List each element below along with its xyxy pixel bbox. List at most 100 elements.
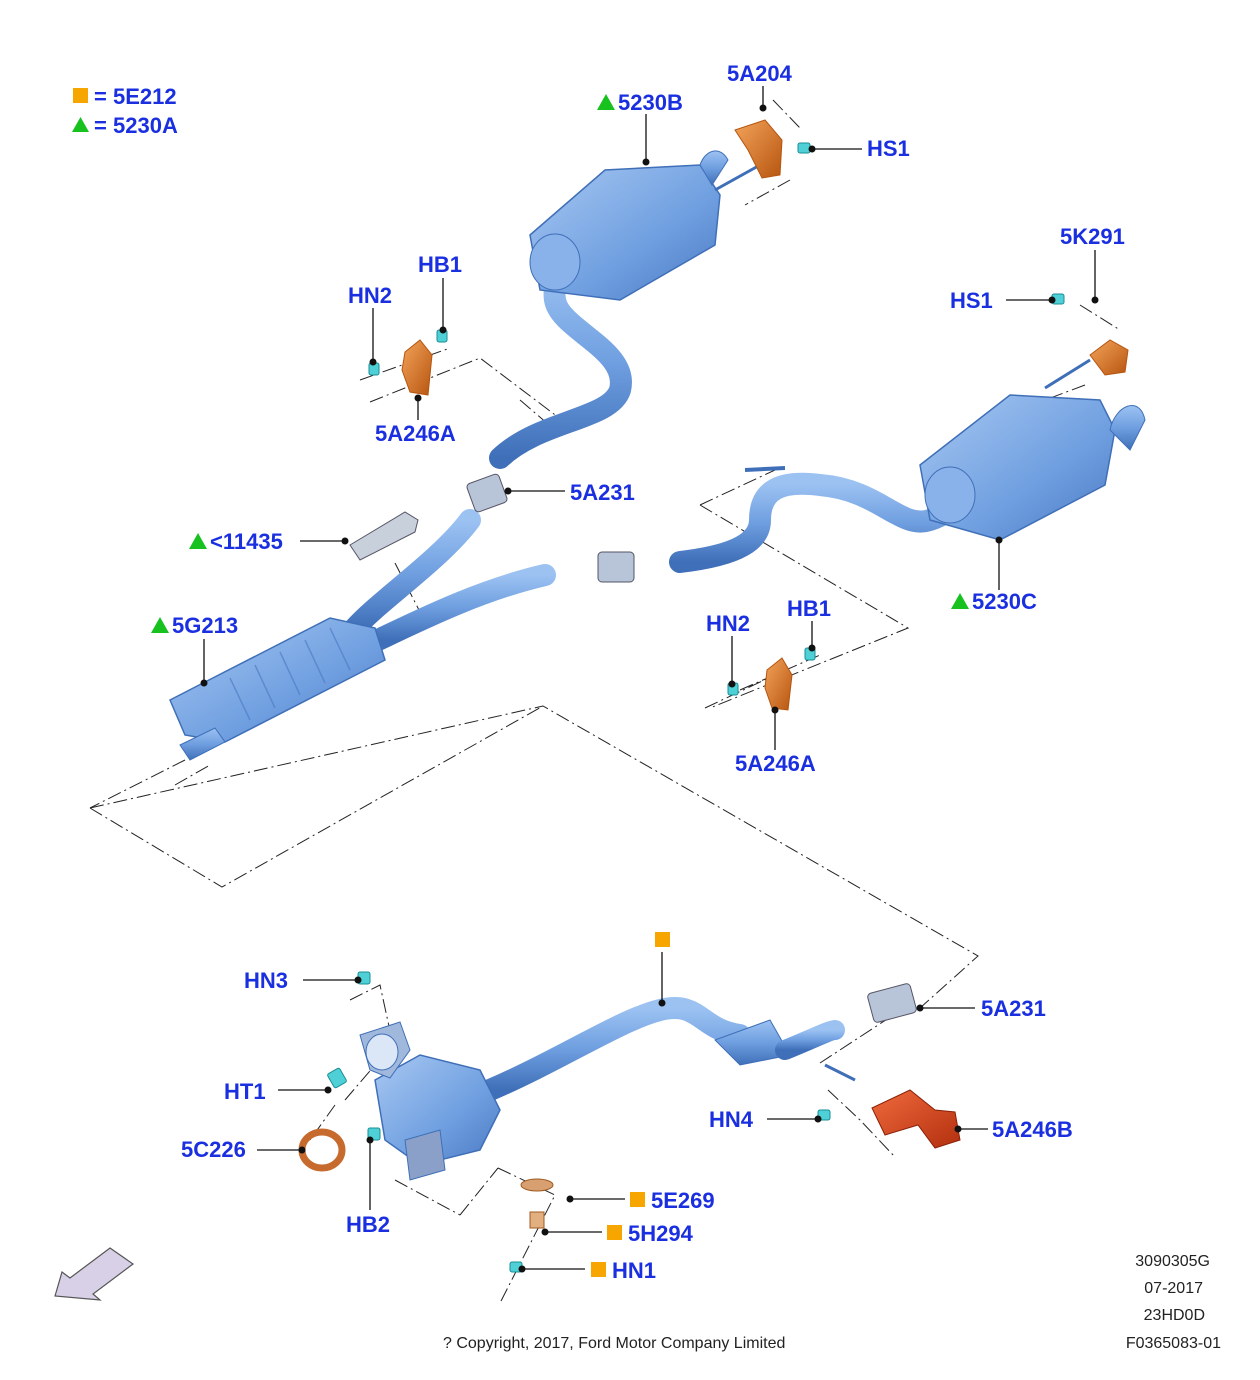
callout-label: HB2 (346, 1212, 390, 1237)
callout-5g213: 5G213 (151, 613, 238, 638)
callout-5e269-leader-dot (566, 1195, 574, 1203)
guide-line (744, 99, 801, 206)
callout-hn2_right-leader-dot (728, 680, 736, 688)
callout-5g213-leader-dot (200, 679, 208, 687)
callout-5a246a_left-leader-dot (414, 394, 422, 402)
guide-line (519, 399, 556, 431)
hanger-5A246B (871, 1089, 961, 1149)
direction-arrow-icon (54, 1247, 135, 1301)
callout-hn4: HN4 (709, 1107, 754, 1132)
spacer-5H294 (529, 1211, 545, 1229)
legend: = 5E212 = 5230A (72, 84, 178, 138)
callout-hb2-leader-dot (366, 1136, 374, 1144)
legend-text-2: 5230A (113, 113, 178, 138)
callout-11435: <11435 (189, 529, 283, 554)
guide-line (174, 764, 211, 786)
callout-label: 5A204 (727, 61, 793, 86)
callout-hs1_top-leader-dot (808, 145, 816, 153)
square-marker (591, 1262, 606, 1277)
callout-5a231_bottom: 5A231 (981, 996, 1046, 1021)
callout-hn3: HN3 (244, 968, 288, 993)
callout-label: 5K291 (1060, 224, 1125, 249)
leader-dots (200, 104, 1099, 1273)
callout-label: 5230C (972, 589, 1037, 614)
front-pipe-dpf-assembly (298, 971, 961, 1273)
callout-ht1: HT1 (224, 1079, 266, 1104)
callout-hb1_left: HB1 (418, 252, 462, 277)
callout-label: HB1 (418, 252, 462, 277)
callout-hn1-leader-dot (518, 1265, 526, 1273)
clamp-5A231-middle (597, 551, 635, 583)
figure-number: F0365083-01 (1126, 1335, 1221, 1352)
callout-5a204-leader-dot (759, 104, 767, 112)
callout-5a204: 5A204 (727, 61, 793, 86)
hanger-5A246A-right (764, 657, 793, 711)
callout-5a246b: 5A246B (992, 1117, 1073, 1142)
front-pipe-assembly (169, 150, 1146, 761)
particulate-filter (374, 1054, 501, 1166)
callout-label: 5H294 (628, 1221, 694, 1246)
guide-line (89, 705, 544, 888)
callout-label: 5A246A (735, 751, 816, 776)
washer-5E269 (520, 1178, 554, 1192)
callout-5230c-leader-dot (995, 536, 1003, 544)
guide-line (459, 1167, 499, 1216)
callout-label: HS1 (950, 288, 993, 313)
callout-label: 5A246B (992, 1117, 1073, 1142)
callout-5k291: 5K291 (1060, 224, 1125, 249)
callout-label: HT1 (224, 1079, 266, 1104)
legend-square-marker (73, 88, 88, 103)
guide-line (89, 759, 186, 809)
callout-5a246a_left: 5A246A (375, 421, 456, 446)
callout-label: HN2 (706, 611, 750, 636)
callout-label: <11435 (210, 529, 283, 554)
callout-11435-leader-dot (341, 537, 349, 545)
hanger-5K291 (1089, 339, 1129, 376)
callout-5a246a_right: 5A246A (735, 751, 816, 776)
callout-label: 5A246A (375, 421, 456, 446)
callout-hs1_right: HS1 (950, 288, 993, 313)
callout-5230b: 5230B (597, 90, 683, 115)
callout-hn1: HN1 (591, 1258, 656, 1283)
leader-lines (203, 86, 1096, 1270)
callout-hn3-leader-dot (354, 976, 362, 984)
callout-5k291-leader-dot (1091, 296, 1099, 304)
ref-code: 3090305G (1135, 1253, 1210, 1270)
square-marker-front-pipe-leader-dot (658, 999, 666, 1007)
clamp-5A231-top (466, 473, 508, 513)
date: 07-2017 (1144, 1280, 1203, 1297)
callout-5a246b-leader-dot (954, 1125, 962, 1133)
callout-5a231_top-leader-dot (504, 487, 512, 495)
guide-line (394, 1179, 461, 1216)
callout-5a231_top: 5A231 (570, 480, 635, 505)
callout-hb1_right: HB1 (787, 596, 831, 621)
model-code: 23HD0D (1144, 1307, 1205, 1324)
copyright: ? Copyright, 2017, Ford Motor Company Li… (443, 1335, 785, 1352)
callout-label: HS1 (867, 136, 910, 161)
callout-hn2_left-leader-dot (369, 358, 377, 366)
square-marker (630, 1192, 645, 1207)
callout-label: HN3 (244, 968, 288, 993)
callout-hb1_left-leader-dot (439, 326, 447, 334)
gasket-5C226 (298, 1128, 346, 1172)
resonator-5G213 (169, 617, 386, 743)
callout-5230c: 5230C (951, 589, 1037, 614)
callout-hn4-leader-dot (814, 1115, 822, 1123)
legend-text-1: 5E212 (113, 84, 177, 109)
square-marker (607, 1225, 622, 1240)
callout-hb1_right-leader-dot (808, 644, 816, 652)
callout-label: 5A231 (570, 480, 635, 505)
guide-line (827, 1089, 896, 1158)
callout-5h294-leader-dot (541, 1228, 549, 1236)
guide-line (349, 984, 393, 1041)
callout-label: HB1 (787, 596, 831, 621)
callout-label: 5230B (618, 90, 683, 115)
legend-triangle-marker (72, 117, 89, 132)
callout-label: HN1 (612, 1258, 656, 1283)
callout-label: 5G213 (172, 613, 238, 638)
callout-hb2: HB2 (346, 1212, 390, 1237)
guide-line (89, 705, 979, 1009)
callout-hs1_right-leader-dot (1048, 296, 1056, 304)
callout-ht1-leader-dot (324, 1086, 332, 1094)
callout-hn2_left: HN2 (348, 283, 392, 308)
